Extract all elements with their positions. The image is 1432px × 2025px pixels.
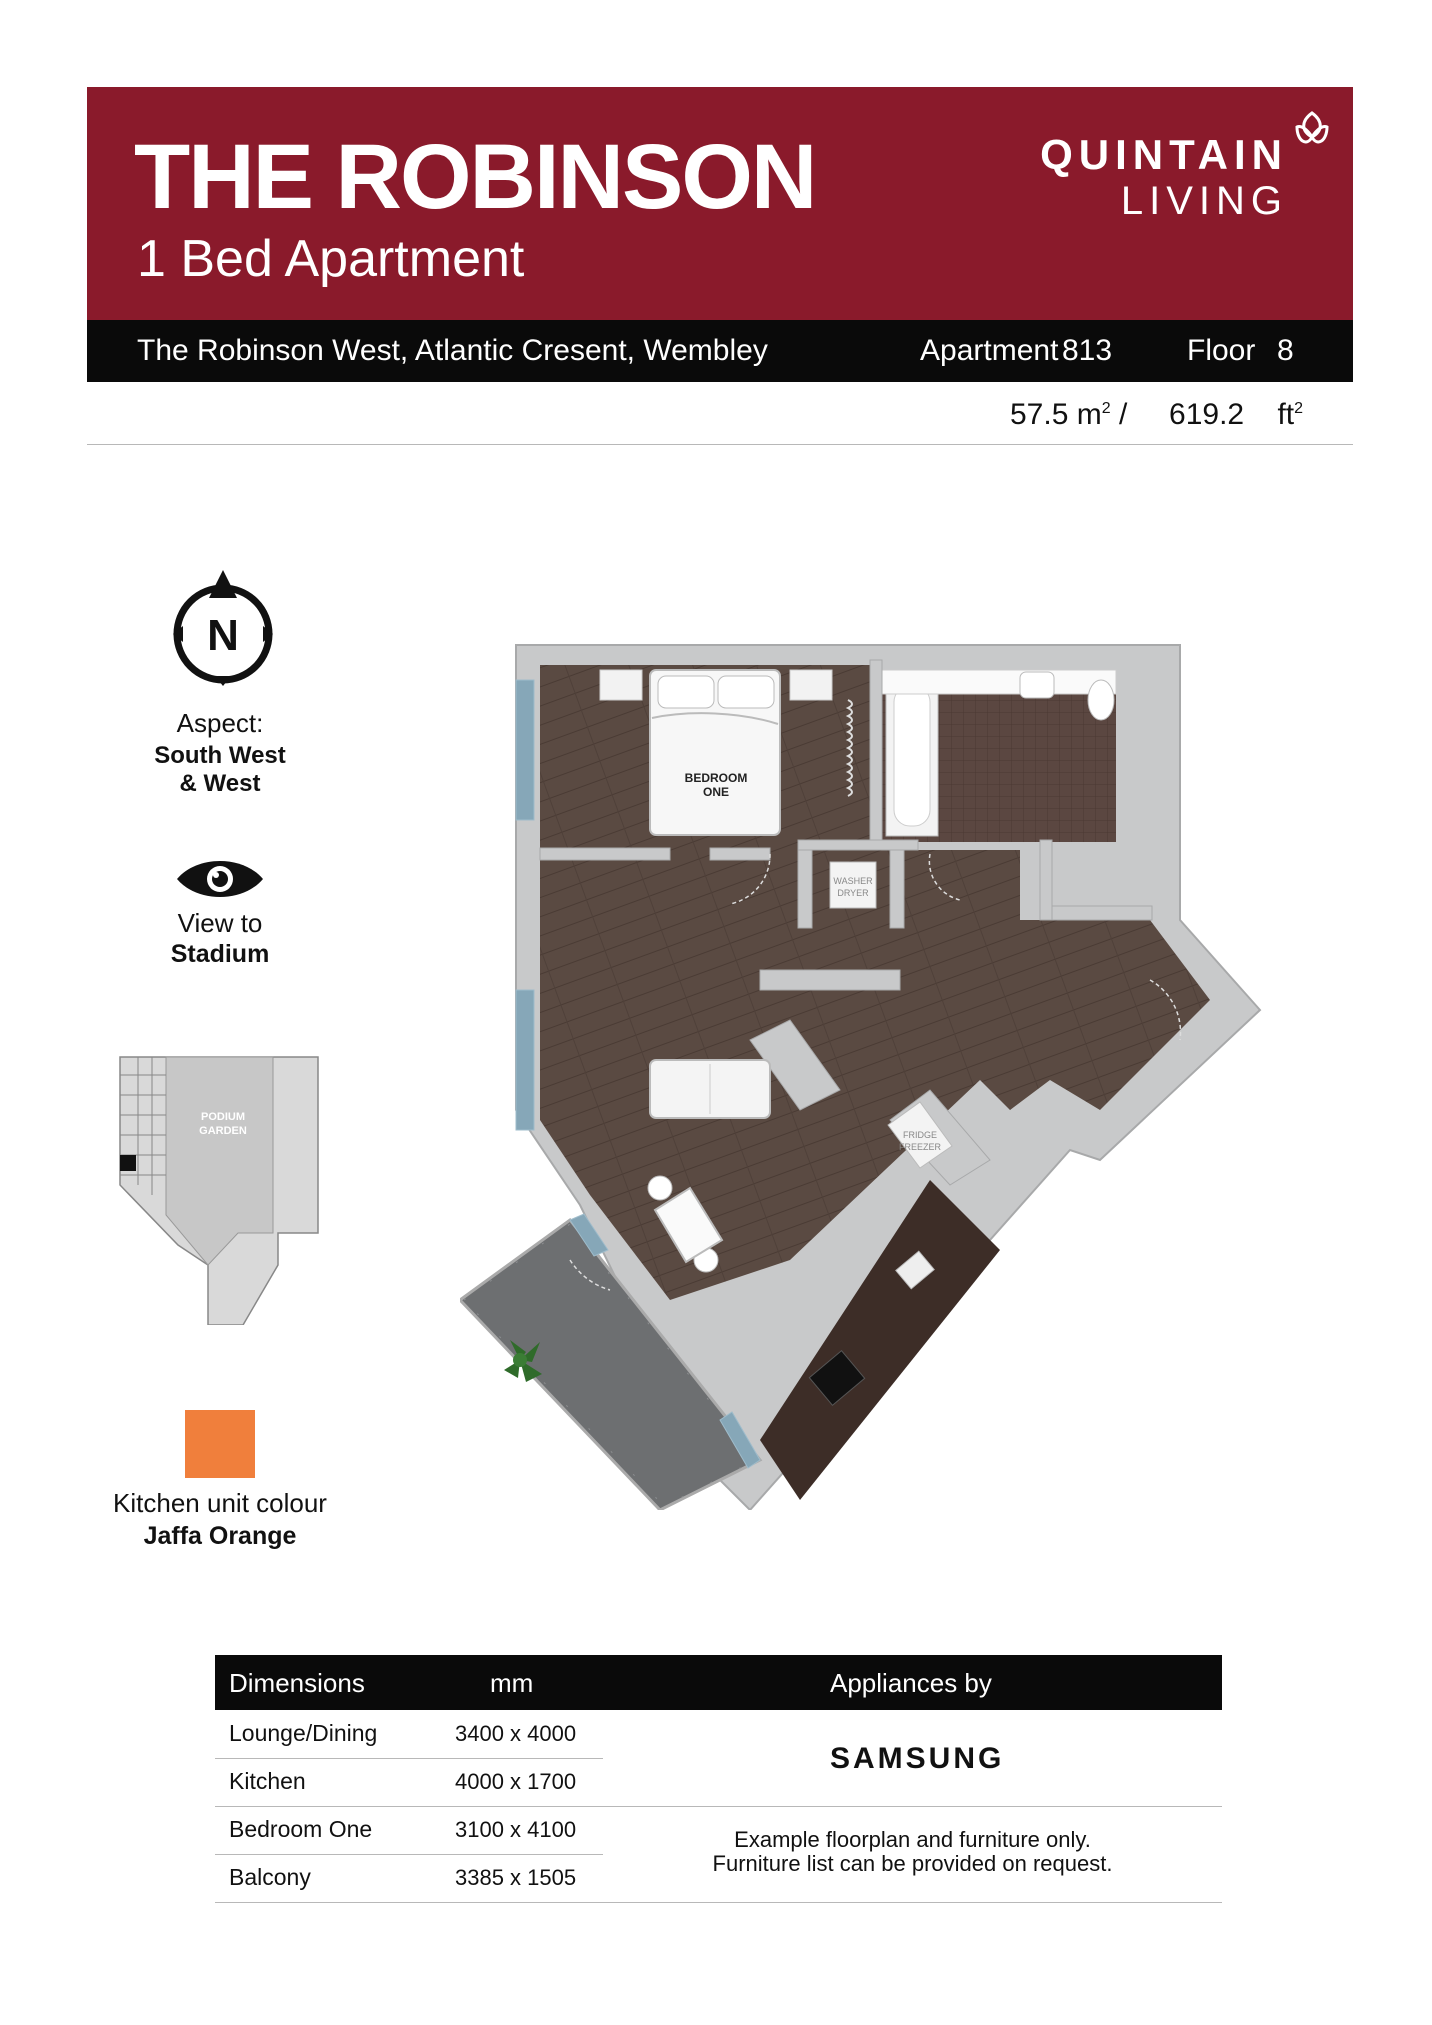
key-plan: PODIUM GARDEN <box>118 1055 323 1325</box>
room-name: Lounge/Dining <box>229 1720 378 1746</box>
kitchen-colour-label: Kitchen unit colour <box>113 1488 327 1518</box>
disclaimer-line2: Furniture list can be provided on reques… <box>712 1851 1113 1876</box>
address: The Robinson West, Atlantic Cresent, Wem… <box>137 334 768 367</box>
floor-number: 8 <box>1277 334 1294 367</box>
washer-label-line1: WASHER <box>833 876 873 886</box>
brand-name-line1: QUINTAIN <box>1040 131 1288 178</box>
table-row: Bedroom One 3100 x 4100 <box>215 1806 603 1854</box>
apartment-label: Apartment <box>920 334 1059 367</box>
compass-icon: N <box>173 570 273 686</box>
eye-icon <box>177 861 263 897</box>
room-name: Bedroom One <box>229 1816 373 1842</box>
kitchen-colour-swatch <box>185 1410 255 1478</box>
room-name: Kitchen <box>229 1768 306 1794</box>
info-bar: The Robinson West, Atlantic Cresent, Wem… <box>87 320 1353 382</box>
fridge-label-line2: FREEZER <box>899 1142 942 1152</box>
apartment-type: 1 Bed Apartment <box>137 230 525 288</box>
header-banner: THE ROBINSON 1 Bed Apartment QUINTAIN LI… <box>87 87 1353 320</box>
area-sqft-unit: ft <box>1277 398 1295 431</box>
brand-logo-icon <box>1295 111 1329 144</box>
washer-label-line2: DRYER <box>837 888 869 898</box>
column-unit: mm <box>490 1668 534 1698</box>
room-size: 3100 x 4100 <box>455 1817 577 1842</box>
divider <box>215 1854 603 1855</box>
table-row: Balcony 3385 x 1505 <box>215 1854 603 1902</box>
apartment-number: 813 <box>1062 334 1113 367</box>
column-dimensions: Dimensions <box>229 1668 365 1698</box>
area-separator: / <box>1118 398 1128 431</box>
room-size: 4000 x 1700 <box>455 1769 577 1794</box>
aspect-value-line2: & West <box>179 770 261 797</box>
floor-label: Floor <box>1187 334 1256 367</box>
room-size: 3400 x 4000 <box>455 1721 577 1746</box>
divider <box>215 1806 1222 1807</box>
bedroom-label-line2: ONE <box>703 785 729 799</box>
view-label: View to <box>177 908 263 938</box>
view-value: Stadium <box>170 940 270 968</box>
area-sqft: 619.2 <box>1169 398 1245 431</box>
aspect-value-line1: South West <box>154 742 286 769</box>
area-summary: 57.5 m2 / 619.2 ft2 <box>1010 398 1304 431</box>
disclaimer-line1: Example floorplan and furniture only. <box>734 1827 1091 1852</box>
floor-plan: BEDROOM ONE WASHER DRYER FRIDGE FREEZER <box>460 644 1262 1510</box>
table-row: Kitchen 4000 x 1700 <box>215 1758 603 1806</box>
keyplan-label-line2: GARDEN <box>199 1125 247 1137</box>
area-sqm: 57.5 <box>1010 398 1069 431</box>
table-header: Dimensions mm Appliances by <box>215 1655 1222 1710</box>
area-sqm-unit: m <box>1076 398 1102 431</box>
aspect-label: Aspect: <box>176 708 264 738</box>
compass-letter: N <box>207 611 239 660</box>
page-title: THE ROBINSON <box>134 126 817 228</box>
bedroom-label-line1: BEDROOM <box>685 771 748 785</box>
kitchen-colour-value: Jaffa Orange <box>143 1522 297 1550</box>
keyplan-label-line1: PODIUM <box>201 1111 245 1123</box>
divider <box>215 1902 1222 1903</box>
divider <box>215 1758 603 1759</box>
fridge-label-line1: FRIDGE <box>903 1130 937 1140</box>
divider <box>87 444 1353 445</box>
room-size: 3385 x 1505 <box>455 1865 577 1890</box>
column-appliances: Appliances by <box>830 1668 992 1698</box>
aspect-value: South West & West <box>90 742 350 798</box>
brand-name-line2: LIVING <box>1120 179 1288 223</box>
table-row: Lounge/Dining 3400 x 4000 <box>215 1710 603 1758</box>
appliance-brand-logo: SAMSUNG <box>830 1742 1005 1775</box>
disclaimer-note: Example floorplan and furniture only. Fu… <box>603 1828 1222 1876</box>
room-name: Balcony <box>229 1864 311 1890</box>
